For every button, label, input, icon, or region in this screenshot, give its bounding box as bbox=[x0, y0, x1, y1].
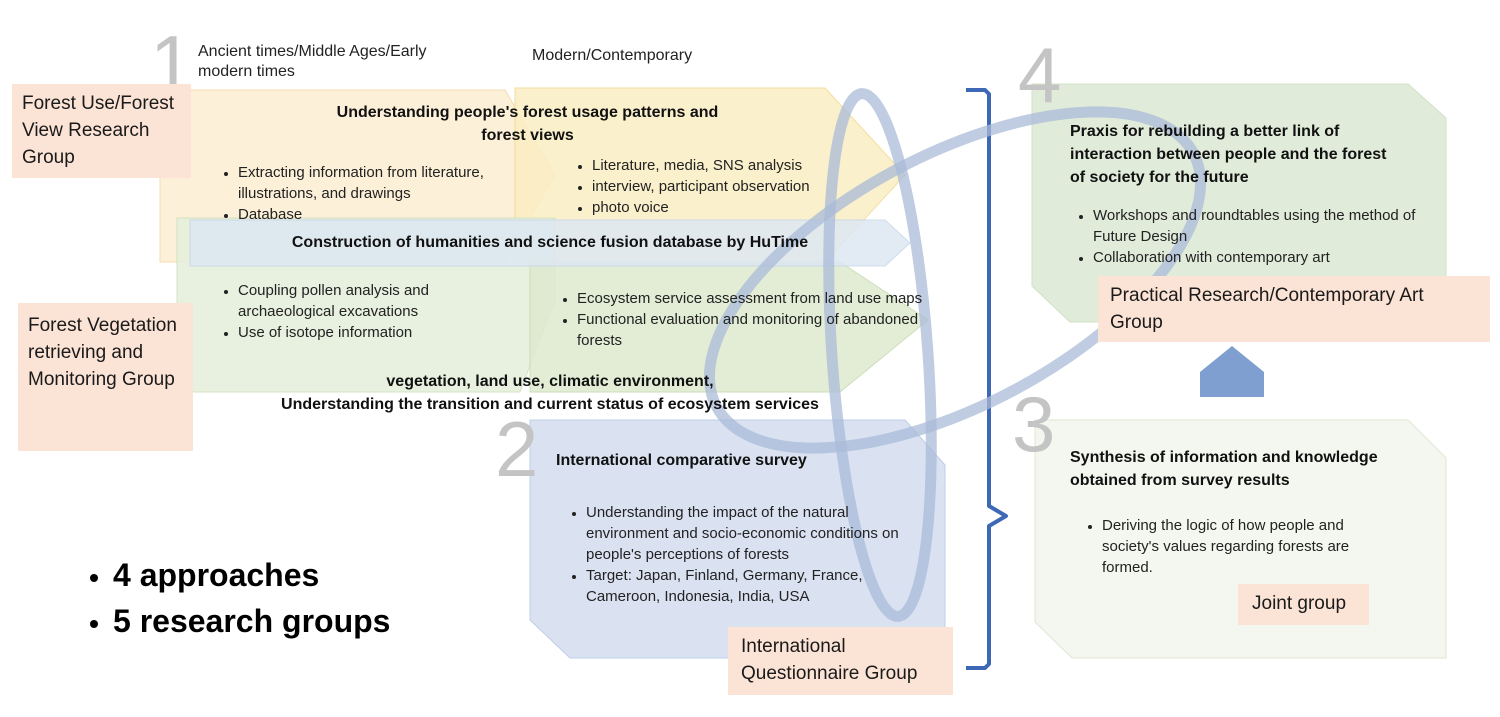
list-item: Extracting information from literature, … bbox=[238, 162, 538, 204]
approach-number-2: 2 bbox=[495, 405, 539, 493]
list-item: Use of isotope information bbox=[238, 322, 528, 343]
list-item: Database bbox=[238, 204, 538, 225]
joint-group-label: Joint group bbox=[1238, 584, 1369, 625]
list-item: Deriving the logic of how people and soc… bbox=[1102, 515, 1392, 578]
list-item: Functional evaluation and monitoring of … bbox=[577, 309, 967, 351]
era-modern-label: Modern/Contemporary bbox=[532, 47, 693, 64]
vegetation-early-list: Coupling pollen analysis and archaeologi… bbox=[218, 280, 528, 343]
database-banner-arrow bbox=[189, 219, 911, 267]
bracket-icon bbox=[966, 88, 1008, 670]
list-item: Ecosystem service assessment from land u… bbox=[577, 288, 967, 309]
summary-item-approaches: 4 approaches bbox=[113, 552, 390, 598]
international-list: Understanding the impact of the natural … bbox=[566, 502, 921, 607]
vegetation-modern-list: Ecosystem service assessment from land u… bbox=[557, 288, 967, 351]
list-item: photo voice bbox=[592, 197, 892, 218]
summary-list: 4 approaches 5 research groups bbox=[78, 552, 390, 644]
forest-vegetation-group-label: Forest Vegetation retrieving and Monitor… bbox=[18, 303, 193, 451]
praxis-heading: Praxis for rebuilding a better link of i… bbox=[1070, 123, 1387, 186]
list-item: Understanding the impact of the natural … bbox=[586, 502, 921, 565]
international-group-label: International Questionnaire Group bbox=[728, 627, 953, 695]
praxis-list: Workshops and roundtables using the meth… bbox=[1073, 205, 1423, 268]
list-item: interview, participant observation bbox=[592, 176, 892, 197]
approach-number-3: 3 bbox=[1012, 380, 1056, 468]
database-banner-text: Construction of humanities and science f… bbox=[291, 234, 809, 251]
practical-group-label: Practical Research/Contemporary Art Grou… bbox=[1098, 276, 1490, 342]
forest-use-early-list: Extracting information from literature, … bbox=[218, 162, 538, 225]
list-item: Coupling pollen analysis and archaeologi… bbox=[238, 280, 528, 322]
list-item: Workshops and roundtables using the meth… bbox=[1093, 205, 1423, 247]
up-arrow-icon bbox=[1200, 346, 1264, 397]
list-item: Literature, media, SNS analysis bbox=[592, 155, 892, 176]
vegetation-heading-line1: vegetation, land use, climatic environme… bbox=[386, 373, 714, 390]
forest-use-group-label: Forest Use/Forest View Research Group bbox=[12, 84, 191, 178]
synthesis-list: Deriving the logic of how people and soc… bbox=[1082, 515, 1392, 578]
vertical-ellipse-icon bbox=[823, 88, 937, 622]
forest-use-heading: Understanding people's forest usage patt… bbox=[336, 104, 719, 144]
list-item: Target: Japan, Finland, Germany, France,… bbox=[586, 565, 921, 607]
approach-number-4: 4 bbox=[1018, 31, 1062, 119]
list-item: Collaboration with contemporary art bbox=[1093, 247, 1423, 268]
international-heading: International comparative survey bbox=[556, 452, 807, 469]
synthesis-heading: Synthesis of information and knowledge o… bbox=[1070, 449, 1378, 489]
summary-item-groups: 5 research groups bbox=[113, 598, 390, 644]
era-early-label: Ancient times/Middle Ages/Early modern t… bbox=[198, 43, 427, 80]
forest-use-modern-list: Literature, media, SNS analysis intervie… bbox=[572, 155, 892, 218]
vegetation-heading-line2: Understanding the transition and current… bbox=[281, 396, 819, 413]
tilted-ellipse-icon bbox=[703, 106, 1207, 454]
